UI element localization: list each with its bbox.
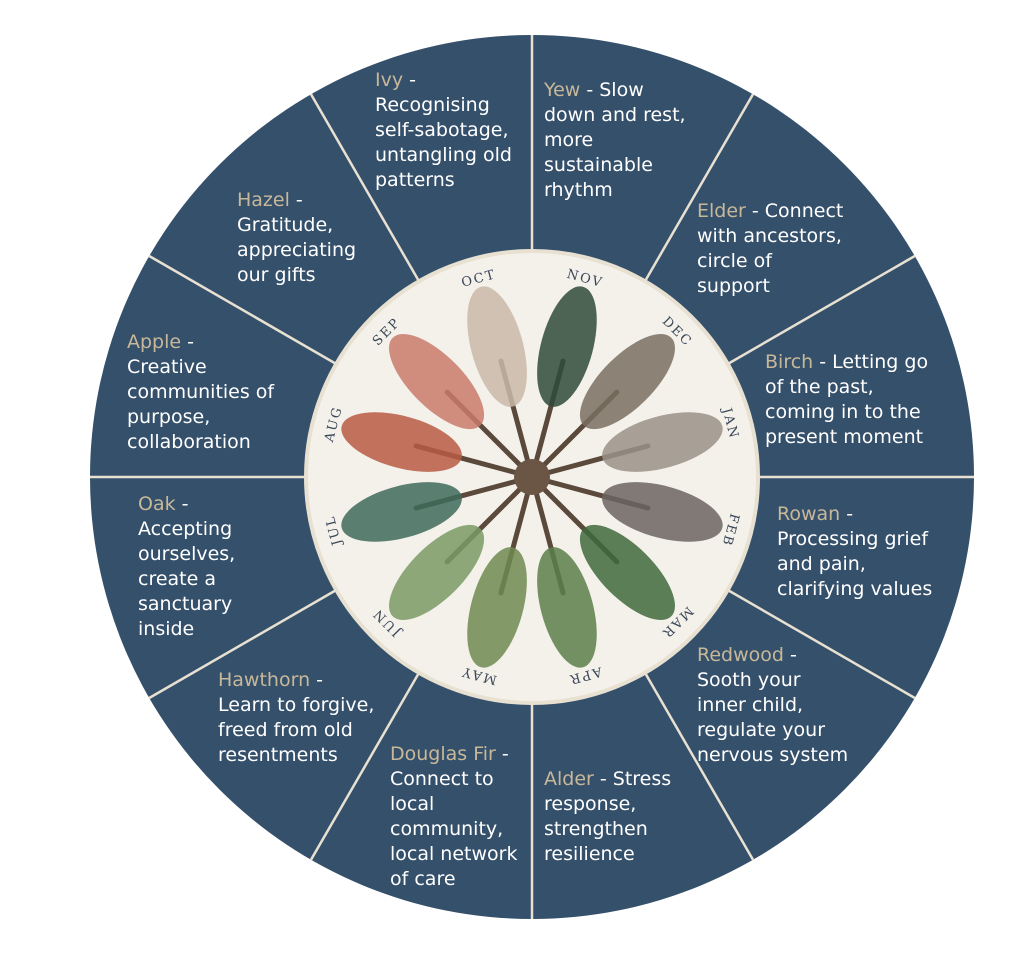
tree-illustrations	[341, 286, 723, 668]
hazel-icon	[389, 334, 535, 480]
apple-icon	[341, 412, 535, 480]
tree-description: - Accepting ourselves, create a sanctuar…	[138, 493, 236, 640]
tree-description: - Learn to forgive, freed from old resen…	[218, 669, 375, 766]
tree-name: Douglas Fir	[390, 743, 496, 765]
segment-label-oak: Oak - Accepting ourselves, create a sanc…	[138, 492, 235, 642]
segment-divider	[309, 670, 422, 861]
segment-divider	[148, 587, 339, 700]
tree-name: Hazel	[237, 189, 290, 211]
segment-divider	[725, 587, 916, 700]
segment-label-elder: Elder - Connect with ancestors, circle o…	[697, 199, 843, 299]
tree-description: - Slow down and rest, more sustainable r…	[544, 79, 686, 201]
redwood-icon	[529, 474, 675, 620]
tree-name: Alder	[544, 768, 594, 790]
tree-description: - Creative communities of purpose, colla…	[127, 331, 275, 453]
oak-icon	[341, 474, 535, 542]
douglas-fir-icon	[467, 474, 535, 668]
segment-divider	[148, 254, 339, 367]
tree-description: - Connect to local community, local netw…	[390, 743, 518, 890]
rowan-icon	[529, 474, 723, 542]
segment-divider	[642, 670, 755, 861]
tree-name: Yew	[544, 79, 581, 101]
segment-label-douglas-fir: Douglas Fir - Connect to local community…	[390, 742, 517, 892]
segment-divider	[725, 254, 916, 367]
tree-description: - Recognising self-sabotage, untangling …	[375, 69, 512, 191]
segment-divider	[309, 93, 422, 284]
tree-description: - Stress response, strengthen resilience	[544, 768, 672, 865]
tree-description: - Connect with ancestors, circle of supp…	[697, 200, 844, 297]
tree-description: - Processing grief and pain, clarifying …	[777, 503, 933, 600]
birch-icon	[529, 412, 723, 480]
hawthorn-icon	[389, 474, 535, 620]
tree-description: - Sooth your inner child, regulate your …	[697, 644, 849, 766]
tree-description: - Gratitude, appreciating our gifts	[237, 189, 357, 286]
segment-label-ivy: Ivy - Recognising self-sabotage, untangl…	[375, 68, 512, 193]
segment-label-hawthorn: Hawthorn - Learn to forgive, freed from …	[218, 668, 374, 768]
tree-name: Elder	[697, 200, 746, 222]
tree-name: Ivy	[375, 69, 404, 91]
tree-name: Redwood	[697, 644, 784, 666]
segment-label-yew: Yew - Slow down and rest, more sustainab…	[544, 78, 686, 203]
tree-name: Rowan	[777, 503, 841, 525]
segment-label-birch: Birch - Letting go of the past, coming i…	[765, 350, 928, 450]
segment-label-redwood: Redwood - Sooth your inner child, regula…	[697, 643, 848, 768]
tree-name: Birch	[765, 351, 814, 373]
segment-label-hazel: Hazel - Gratitude, appreciating our gift…	[237, 188, 356, 288]
tree-name: Oak	[138, 493, 176, 515]
ivy-icon	[467, 286, 535, 480]
alder-icon	[529, 474, 597, 668]
tree-name: Hawthorn	[218, 669, 311, 691]
segment-label-alder: Alder - Stress response, strengthen resi…	[544, 767, 671, 867]
root-knot-icon	[514, 459, 550, 495]
segment-label-apple: Apple - Creative communities of purpose,…	[127, 330, 274, 455]
tree-name: Apple	[127, 331, 182, 353]
yew-icon	[529, 286, 597, 480]
segment-label-rowan: Rowan - Processing grief and pain, clari…	[777, 502, 932, 602]
segment-divider	[642, 93, 755, 284]
tree-description: - Letting go of the past, coming in to t…	[765, 351, 929, 448]
elder-icon	[529, 334, 675, 480]
segment-dividers	[90, 35, 974, 919]
